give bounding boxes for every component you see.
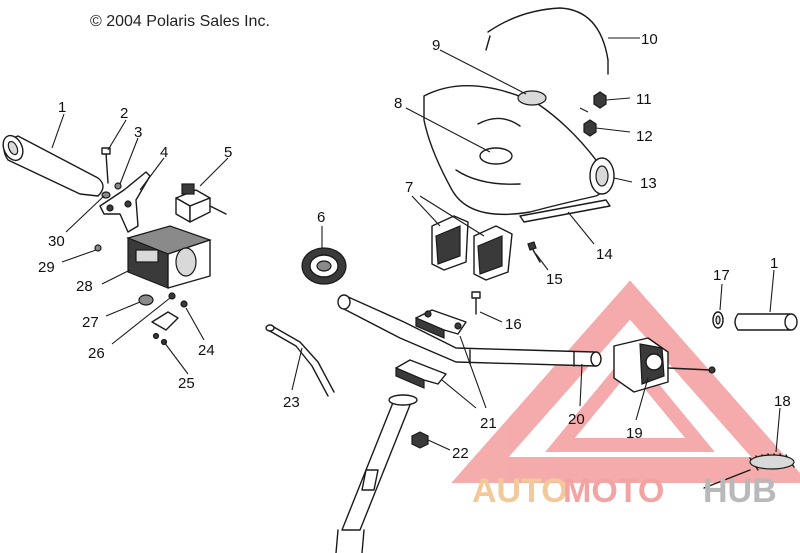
strap-14 — [519, 199, 611, 223]
callout-20: 20 — [568, 411, 585, 428]
copyright-text: © 2004 Polaris Sales Inc. — [90, 13, 270, 30]
grip-right — [734, 313, 798, 331]
spring-18 — [703, 453, 795, 489]
callout-27: 27 — [82, 314, 99, 331]
callout-23: 23 — [283, 394, 300, 411]
handlebar-pad-13 — [423, 85, 615, 216]
grip-left — [2, 134, 104, 197]
callout-6: 6 — [317, 209, 325, 226]
nut-11 — [593, 91, 607, 109]
watermark-text: AUTO MOTO HUB — [472, 472, 777, 510]
callout-12: 12 — [636, 128, 653, 145]
nut-22 — [411, 431, 429, 449]
callout-10: 10 — [641, 31, 658, 48]
callout-8: 8 — [394, 95, 402, 112]
screw-26 — [168, 292, 176, 300]
callout-11: 11 — [636, 91, 652, 108]
cover-25 — [151, 311, 179, 346]
washer-3 — [114, 182, 122, 190]
callout-15: 15 — [546, 271, 563, 288]
throttle-bracket-4 — [99, 171, 151, 233]
callout-24: 24 — [198, 342, 215, 359]
screw-24 — [180, 300, 188, 308]
riser-blocks-7 — [431, 215, 513, 281]
callout-1-right: 1 — [770, 255, 778, 272]
callout-9: 9 — [432, 37, 440, 54]
callout-30: 30 — [48, 233, 65, 250]
insert-9 — [517, 90, 547, 106]
leader-lines — [51, 37, 781, 453]
lower-clamp-21 — [395, 359, 447, 389]
watermark-hub: HUB — [703, 472, 777, 510]
upper-clamp-16 — [415, 291, 481, 339]
callout-19: 19 — [626, 425, 643, 442]
callout-18: 18 — [774, 393, 791, 410]
handlebar — [337, 294, 602, 367]
callout-21: 21 — [480, 415, 497, 432]
clip-17 — [712, 311, 724, 329]
callout-1-left: 1 — [58, 99, 66, 116]
steering-column — [335, 394, 418, 553]
ball-29 — [94, 244, 102, 252]
callout-28: 28 — [76, 278, 93, 295]
bolt-2 — [101, 147, 111, 184]
callout-26: 26 — [88, 345, 105, 362]
screw-15 — [527, 241, 541, 263]
cap-27 — [138, 294, 154, 306]
ring-6 — [301, 247, 347, 285]
callout-14: 14 — [596, 246, 613, 263]
watermark-triangle-logo — [451, 280, 800, 483]
callout-7: 7 — [405, 179, 413, 196]
throttle-housing-28 — [126, 225, 212, 289]
callout-25: 25 — [178, 375, 195, 392]
callouts: 1 2 3 4 5 30 29 28 27 26 24 25 6 23 7 8 … — [38, 31, 791, 462]
switch-5 — [175, 183, 227, 223]
callout-2: 2 — [120, 105, 128, 122]
cable-10 — [485, 7, 609, 75]
nut-12 — [583, 119, 597, 137]
callout-17: 17 — [713, 267, 730, 284]
cable-23 — [265, 324, 335, 397]
callout-22: 22 — [452, 445, 469, 462]
callout-3: 3 — [134, 124, 142, 141]
brake-assembly-19 — [613, 337, 716, 393]
callout-13: 13 — [640, 175, 657, 192]
callout-16: 16 — [505, 316, 522, 333]
callout-4: 4 — [160, 144, 168, 161]
callout-5: 5 — [224, 144, 232, 161]
watermark-auto: AUTO — [472, 472, 568, 510]
watermark-moto: MOTO — [563, 472, 664, 510]
callout-29: 29 — [38, 259, 55, 276]
